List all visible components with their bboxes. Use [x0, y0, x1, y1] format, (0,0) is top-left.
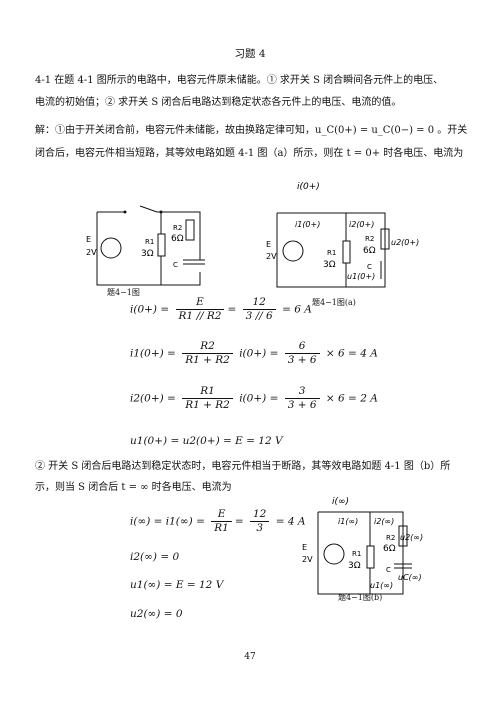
source-label: E — [86, 235, 91, 244]
solution-line-1: 解：①由于开关闭合前，电容元件未储能，故由换路定律可知，u_C(0+) = u_… — [35, 125, 468, 136]
page-number: 47 — [244, 652, 256, 662]
solution-line-2: 闭合后，电容元件相当短路，其等效电路如题 4-1 图（a）所示，则在 t = 0… — [35, 148, 464, 159]
equation-i2-inf: i2(∞) = 0 — [130, 551, 180, 563]
source-value: 2V — [266, 252, 277, 261]
i1-label: i1(0+) — [295, 220, 320, 229]
source-label: E — [302, 543, 307, 552]
current-label: i(0+) — [297, 182, 320, 192]
circuit-figure-a: i(0+) i1(0+) i2(0+) R2 6Ω u2(0+) R1 3Ω C… — [266, 182, 419, 288]
r1-label: R1 — [352, 550, 361, 558]
figure-caption: 题4−1图 — [107, 288, 140, 297]
u2-label: u2(0+) — [391, 238, 419, 247]
equation-u1-inf: u1(∞) = E = 12 V — [130, 579, 224, 591]
part2-line-2: 示，则当 S 闭合后 t = ∞ 时各电压、电流为 — [35, 482, 232, 493]
part2-line-1: ② 开关 S 闭合后电路达到稳定状态时，电容元件相当于断路，其等效电路如题 4-… — [35, 461, 451, 472]
r2-label: R2 — [365, 235, 374, 243]
problem-line-1: 4-1 在题 4-1 图所示的电路中，电容元件原未储能。① 求开关 S 闭合瞬间… — [35, 75, 444, 86]
r1-value: 3Ω — [141, 249, 154, 259]
source-value: 2V — [86, 248, 97, 257]
r2-value: 6Ω — [171, 234, 184, 244]
equation-u2-inf: u2(∞) = 0 — [130, 608, 183, 620]
u1-label: u1(∞) — [370, 581, 393, 590]
c-label: C — [386, 566, 391, 574]
i1-label: i1(∞) — [338, 517, 358, 526]
figure-a-caption: 题4−1图(a) — [312, 298, 356, 307]
r2-label: R2 — [386, 534, 395, 542]
equation-u-0: u1(0+) = u2(0+) = E = 12 V — [130, 435, 283, 447]
r1-label: R1 — [327, 249, 336, 257]
source-value: 2V — [302, 555, 313, 564]
r1-value: 3Ω — [348, 561, 361, 571]
r2-label: R2 — [173, 224, 182, 232]
figure-b-caption: 题4−1图(b) — [338, 593, 383, 602]
page-title: 习题 4 — [234, 48, 266, 60]
c-label: C — [173, 261, 178, 269]
uc-label: uC(∞) — [398, 573, 422, 582]
r1-value: 3Ω — [323, 260, 336, 270]
r2-value: 6Ω — [383, 544, 396, 554]
c-label: C — [367, 263, 372, 271]
r2-value: 6Ω — [363, 246, 376, 256]
u2-label: u2(∞) — [400, 533, 423, 542]
i2-label: i2(0+) — [349, 220, 374, 229]
problem-line-2: 电流的初始值；② 求开关 S 闭合后电路达到稳定状态各元件上的电压、电流的值。 — [35, 97, 402, 108]
circuit-figure-b: i(∞) i1(∞) i2(∞) R2 6Ω u2(∞) R1 3Ω C uC(… — [302, 497, 423, 595]
circuit-figure: E 2V R1 3Ω R2 6Ω C — [86, 205, 205, 286]
u1-label: u1(0+) — [347, 272, 375, 281]
source-label: E — [266, 240, 271, 249]
current-label: i(∞) — [332, 497, 349, 507]
r1-label: R1 — [145, 238, 154, 246]
i2-label: i2(∞) — [374, 517, 394, 526]
